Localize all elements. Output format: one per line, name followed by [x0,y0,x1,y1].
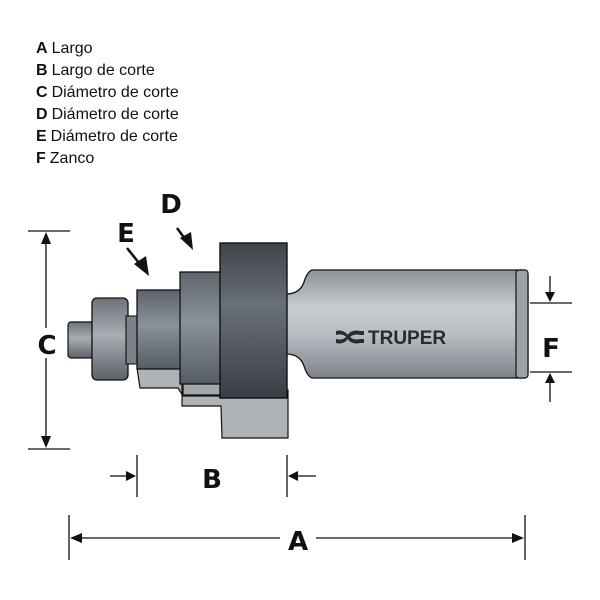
dimension-a-label: A [288,527,308,557]
cutter-step-e [136,289,183,370]
legend-text: Diámetro de corte [51,106,179,123]
dimension-d-label: D [160,190,182,220]
cutter-main [219,242,288,399]
legend-key: B [36,62,48,79]
brand-logo: TRUPER [336,328,446,349]
legend-text: Largo [51,40,93,57]
legend-key: E [36,128,47,145]
dimension-c-gap [36,328,58,358]
dimension-d [175,227,193,250]
legend-key: A [36,40,48,57]
shank [285,269,529,379]
dimension-a [68,515,526,560]
legend-text: Largo de corte [51,62,155,79]
legend-key: D [36,106,48,123]
dimension-f-label: F [542,334,560,364]
dimension-c-label: C [37,331,56,361]
legend-key: F [36,150,46,167]
legend-key: C [36,84,48,101]
cutter-step-d [179,271,224,385]
dimension-e [126,247,149,276]
legend-text: Diámetro de corte [50,128,178,145]
legend-text: Zanco [49,150,95,167]
dimension-b-label: B [202,465,222,495]
bearing [91,297,139,381]
dimension-f [530,276,572,402]
truper-logo-icon [336,330,364,344]
dimension-b [110,455,316,497]
brand-name: TRUPER [368,328,446,349]
legend-text: Diámetro de corte [51,84,179,101]
dimension-e-label: E [117,219,135,249]
